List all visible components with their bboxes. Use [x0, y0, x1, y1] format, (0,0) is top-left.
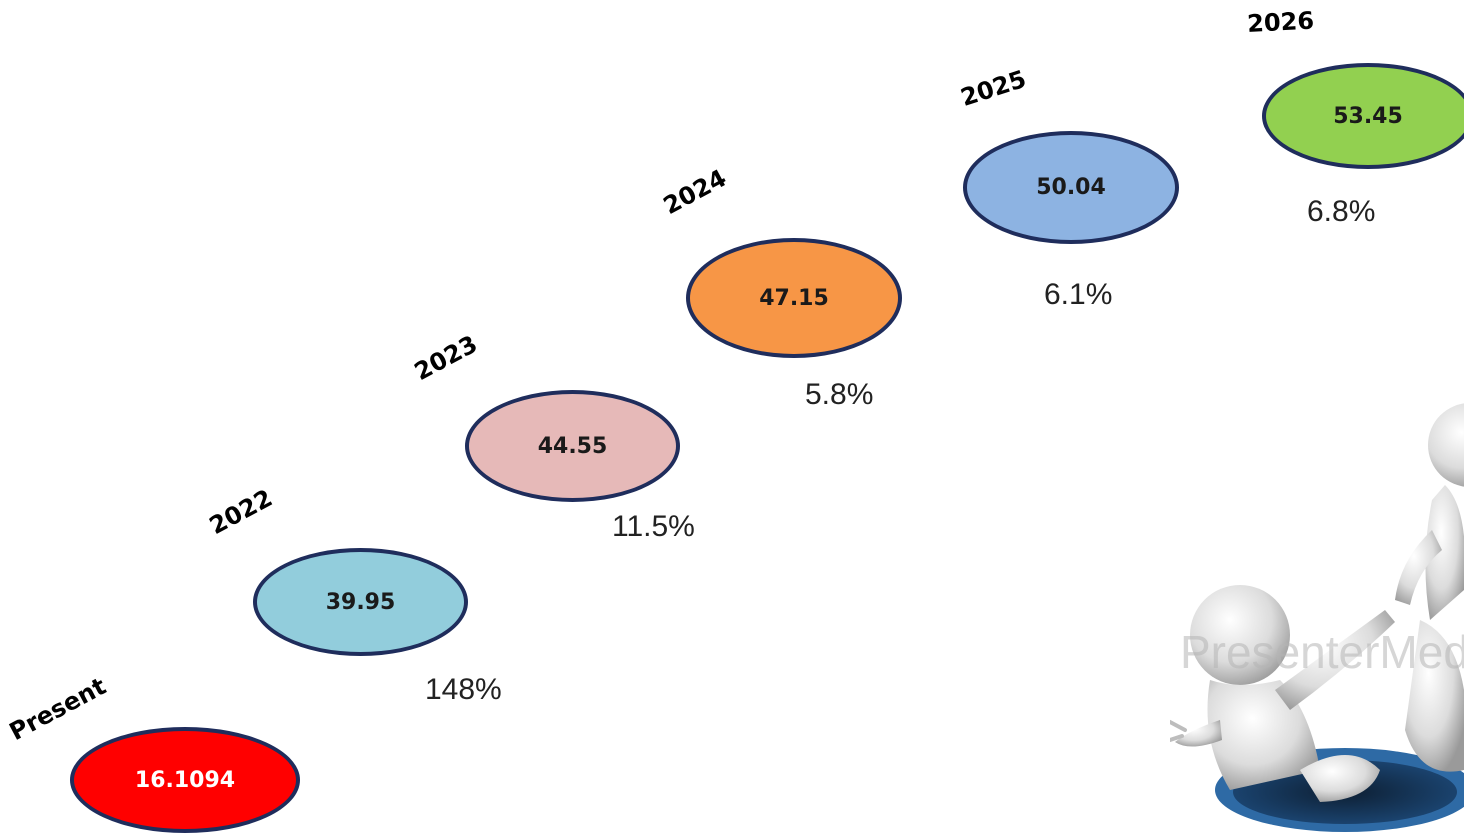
- milestone-node-2024: 47.15: [686, 238, 902, 358]
- milestone-value-2023: 44.55: [537, 433, 608, 459]
- milestone-label-2022: 2022: [204, 483, 277, 540]
- milestone-node-2022: 39.95: [253, 548, 468, 656]
- milestone-value-2024: 47.15: [759, 285, 829, 311]
- milestone-label-present: Present: [4, 672, 111, 746]
- milestone-label-2025: 2025: [957, 64, 1030, 112]
- people-climbing-out-of-hole-icon: [1168, 390, 1464, 834]
- milestone-growth-2023: 11.5%: [612, 510, 695, 543]
- watermark-text: PresenterMedia: [1180, 626, 1464, 678]
- milestone-value-present: 16.1094: [134, 767, 236, 793]
- milestone-label-2023: 2023: [409, 329, 482, 386]
- milestone-growth-2026: 6.8%: [1307, 195, 1376, 228]
- milestone-growth-2025: 6.1%: [1044, 278, 1113, 311]
- milestone-node-2025: 50.04: [963, 131, 1179, 244]
- milestone-label-2026: 2026: [1246, 6, 1315, 38]
- milestone-growth-2024: 5.8%: [805, 378, 874, 411]
- milestone-label-2024: 2024: [658, 163, 731, 220]
- milestone-node-2023: 44.55: [465, 390, 680, 502]
- milestone-value-2026: 53.45: [1333, 103, 1403, 129]
- milestone-node-2026: 53.45: [1262, 63, 1464, 169]
- milestone-value-2025: 50.04: [1036, 175, 1106, 200]
- milestone-value-2022: 39.95: [325, 589, 396, 615]
- milestone-growth-2022: 148%: [425, 673, 502, 706]
- milestone-node-present: 16.1094: [70, 727, 300, 833]
